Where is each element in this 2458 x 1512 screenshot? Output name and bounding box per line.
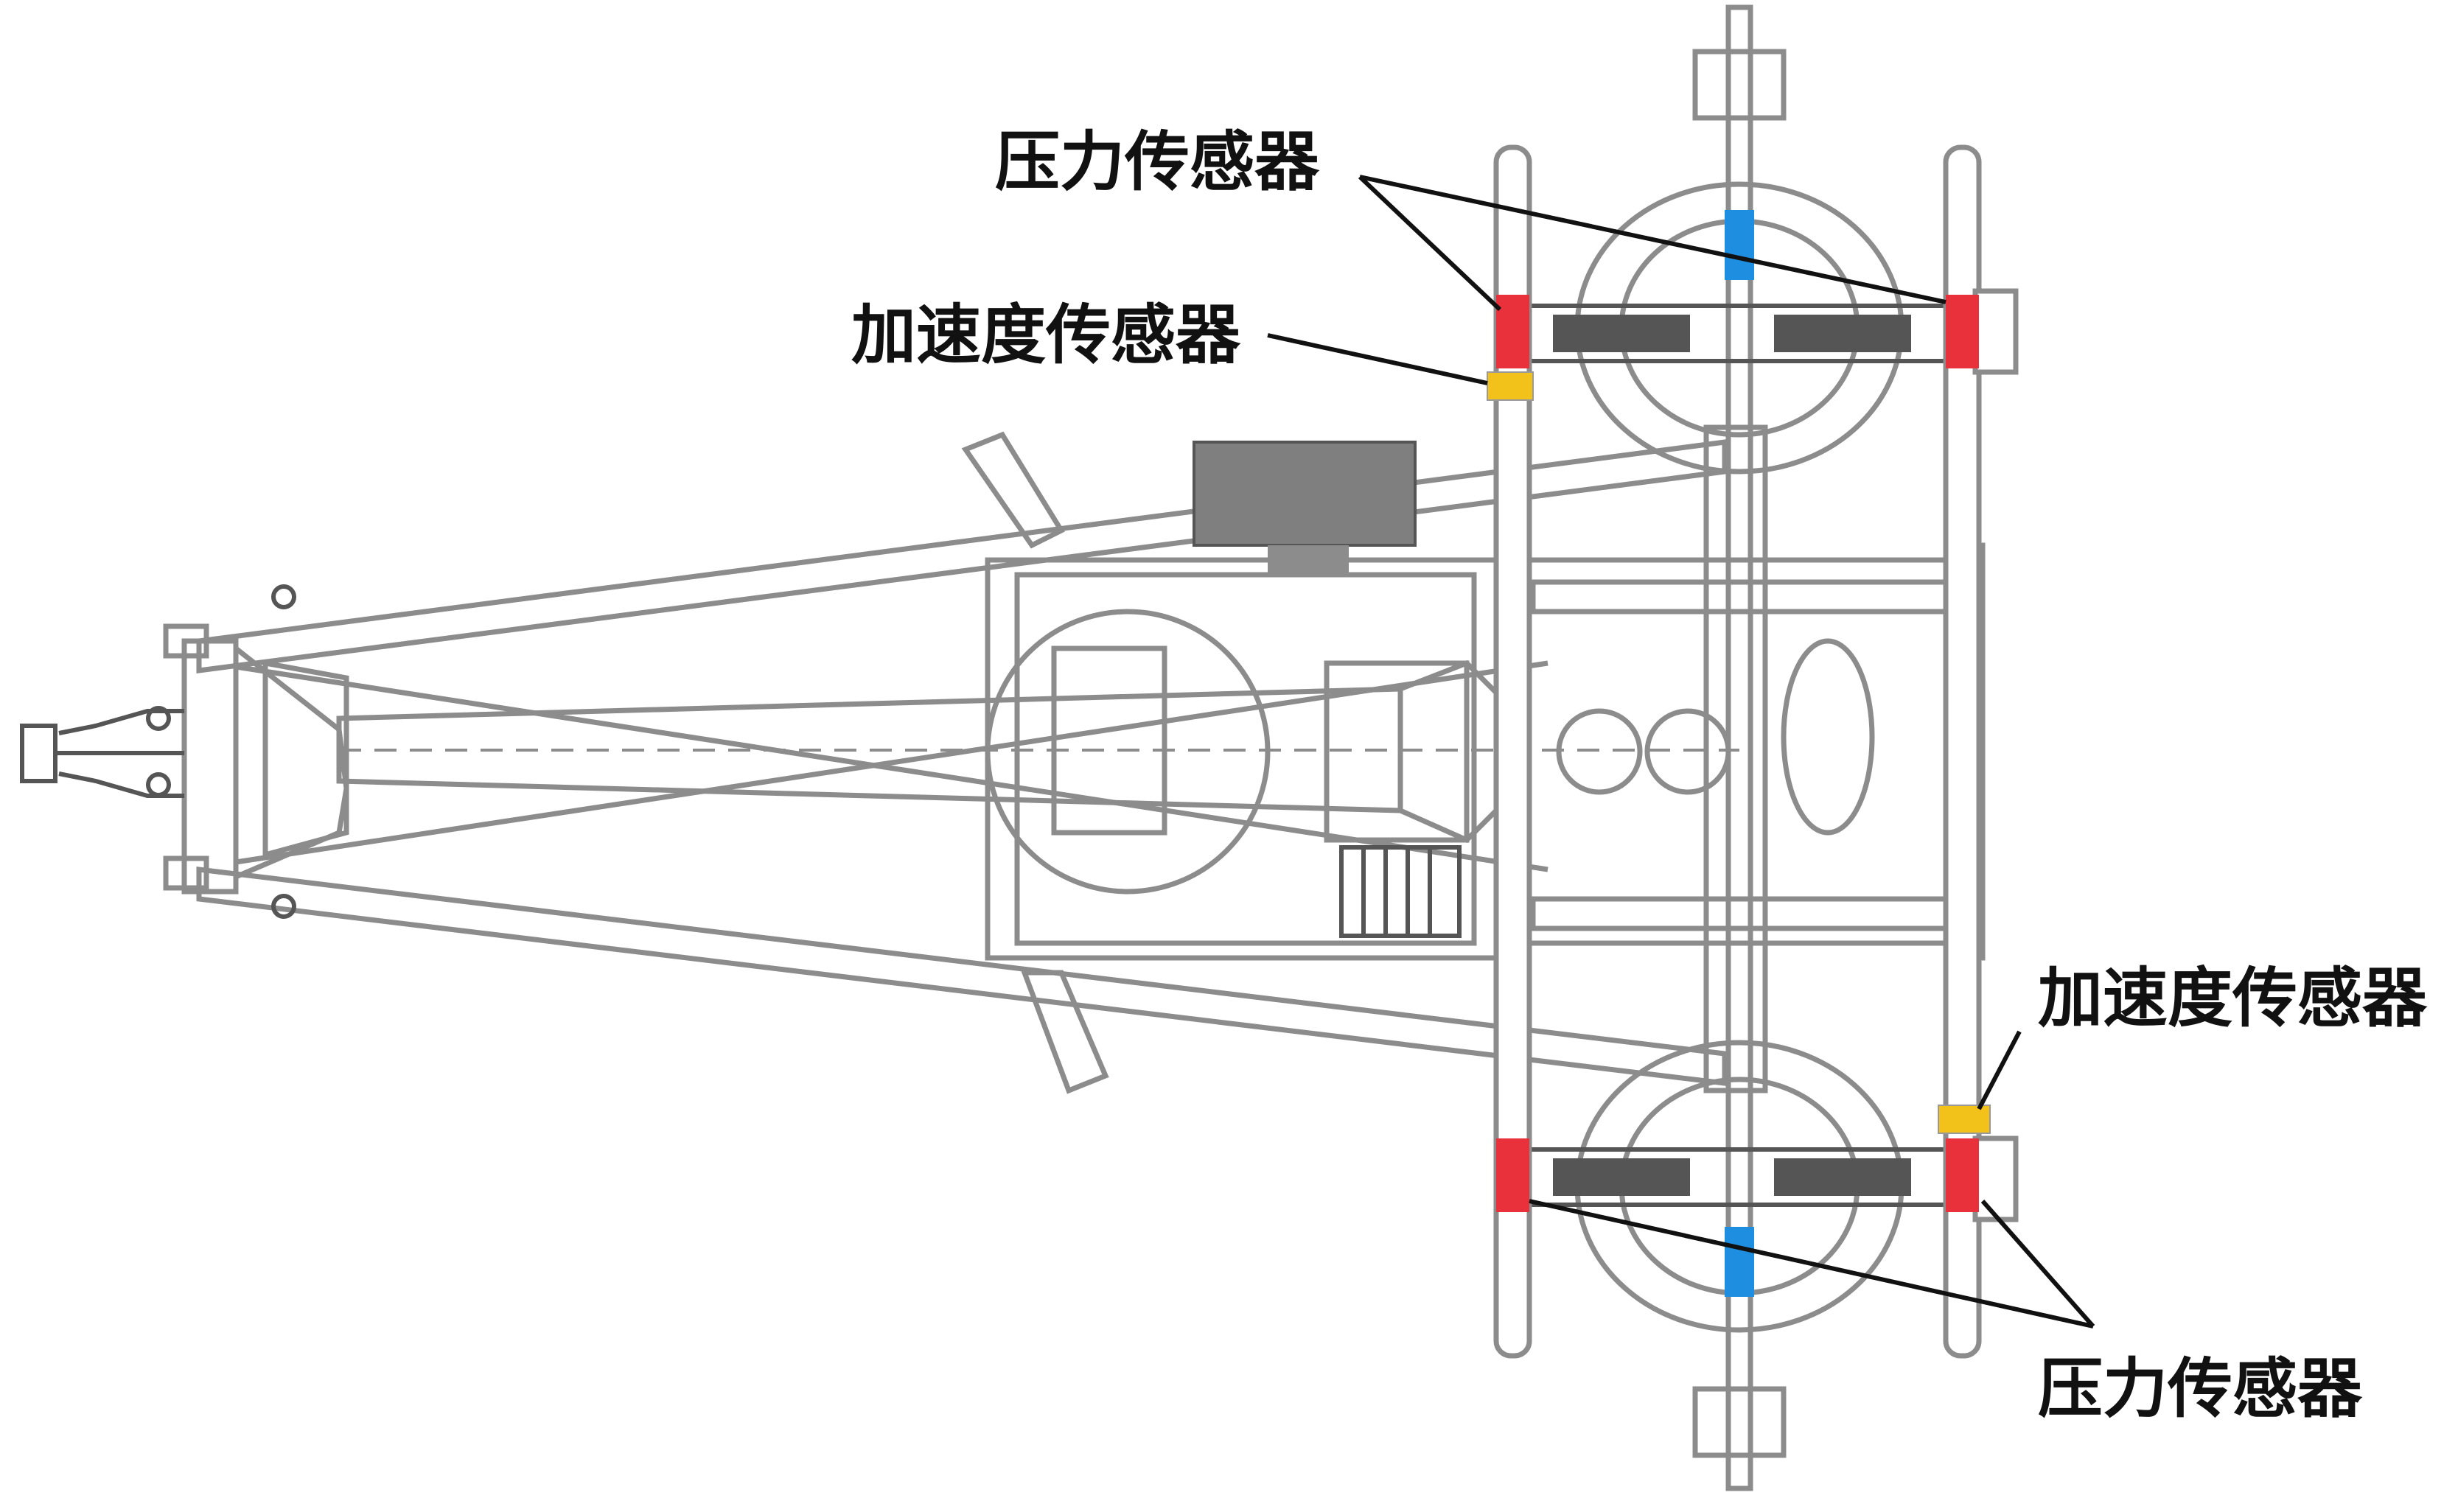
axle-beam: [1703, 424, 1768, 1093]
damper-bottom-left: [1553, 1158, 1690, 1196]
rear-rail-top: [1530, 579, 1949, 615]
label-pressure-sensor-bottom: 压力传感器: [2038, 1350, 2363, 1427]
right-rail-clamp-bottom: [1972, 1135, 2019, 1222]
leader-accel-top: [1267, 333, 1488, 385]
air-spring: [1781, 638, 1875, 836]
tow-bolt-lower: [146, 772, 171, 797]
damper-top-right: [1774, 315, 1911, 352]
tow-link-upper: [58, 709, 184, 735]
label-pressure-sensor-top: 压力传感器: [995, 123, 1320, 200]
right-rail: [1943, 144, 1982, 1359]
right-rail-clamp-top: [1972, 288, 2019, 375]
label-acceleration-sensor-bottom: 加速度传感器: [2038, 959, 2428, 1036]
inner-block: [1324, 660, 1470, 843]
tow-bolt-upper: [146, 706, 171, 731]
axle-bottom-cap: [1692, 1386, 1787, 1458]
acceleration-sensor-bottom: [1938, 1105, 1991, 1134]
leader-pressure-top-left: [1358, 175, 1502, 312]
leader-pressure-bottom-right: [1980, 1200, 2095, 1328]
leader-accel-bottom: [1977, 1030, 2022, 1110]
pressure-sensor-bottom-right: [1946, 1138, 1979, 1212]
axle-top-cap: [1692, 49, 1787, 121]
spare-bracket: [1051, 645, 1167, 836]
tow-eye: [20, 724, 57, 783]
drawbar-frame: [163, 439, 1728, 1086]
axle-shaft: [1725, 4, 1753, 1491]
bellows-spring: [1339, 845, 1462, 938]
pressure-sensor-top-left: [1496, 295, 1529, 368]
tow-link-lower: [58, 771, 184, 798]
leader-pressure-bottom-left: [1529, 1199, 2094, 1329]
frame-bolt-lower: [271, 894, 296, 919]
pressure-sensor-top-right: [1946, 295, 1979, 368]
left-rail: [1493, 144, 1532, 1359]
spare-wheel: [985, 609, 1271, 895]
cross-brace-b: [235, 660, 1549, 865]
damper-bottom-right: [1774, 1158, 1911, 1196]
wheel-sensor-bottom: [1725, 1227, 1754, 1297]
hitch-plate: [181, 638, 239, 895]
wheel-sensor-top: [1725, 210, 1754, 280]
leader-lines: [1267, 175, 2095, 1329]
lower-arm-plate: [1020, 970, 1109, 1094]
chassis-frame: [985, 557, 1499, 961]
equipment-mount: [1268, 545, 1349, 575]
rear-rail-bottom: [1530, 896, 1949, 931]
leaf-springs: [1523, 304, 1970, 1207]
upper-arm-plate: [961, 431, 1065, 549]
rear-hub-a: [1556, 708, 1643, 795]
tow-coupling: [20, 584, 296, 919]
pressure-sensor-bottom-left: [1496, 1138, 1529, 1212]
hitch-head: [262, 659, 349, 858]
suspension-arms: [961, 431, 1109, 1094]
damper-top-left: [1553, 315, 1690, 352]
label-acceleration-sensor-top: 加速度传感器: [851, 296, 1241, 373]
wheels: [1574, 181, 1904, 1333]
frame-bolt-upper: [271, 584, 296, 609]
sensors: [1487, 210, 1991, 1297]
side-rails: [1493, 144, 2019, 1359]
acceleration-sensor-top: [1487, 371, 1534, 401]
equipment-box: [1193, 441, 1417, 547]
leader-pressure-top-right: [1359, 175, 1947, 304]
vertical-axle: [1692, 4, 1787, 1491]
chassis-inner-frame: [1014, 572, 1477, 946]
bellows-body: [1339, 845, 1462, 938]
